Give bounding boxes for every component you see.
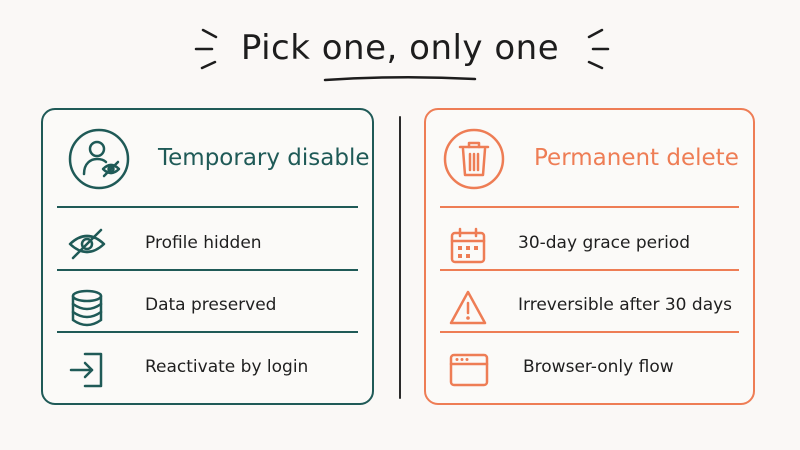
list-item: Reactivate by login <box>43 338 372 398</box>
card-header: Permanent delete <box>426 110 753 206</box>
warning-icon <box>449 290 487 325</box>
divider <box>57 269 358 271</box>
divider <box>57 331 358 333</box>
header: Pick one, only one <box>0 22 800 102</box>
calendar-icon <box>450 227 486 264</box>
permanent-delete-card: Permanent delete 30-day grace period <box>424 108 755 405</box>
list-item: Data preserved <box>43 276 372 336</box>
database-icon <box>71 289 103 327</box>
row-label: Irreversible after 30 days <box>518 295 733 315</box>
login-icon <box>69 352 103 388</box>
card-header: Temporary disable <box>43 110 372 206</box>
card-title: Temporary disable <box>158 145 370 171</box>
list-item: 30-day grace period <box>426 214 753 274</box>
eye-off-icon <box>68 228 106 260</box>
divider <box>440 269 739 271</box>
row-label: Browser-only flow <box>523 357 674 377</box>
browser-window-icon <box>449 353 489 387</box>
row-label: Reactivate by login <box>145 357 309 377</box>
trash-icon <box>443 128 505 190</box>
list-item: Browser-only flow <box>426 338 753 398</box>
center-divider <box>399 116 401 399</box>
list-item: Irreversible after 30 days <box>426 276 753 336</box>
divider <box>440 206 739 208</box>
row-label: 30-day grace period <box>518 233 691 253</box>
page-title: Pick one, only one <box>240 28 560 68</box>
user-eye-icon <box>68 128 130 190</box>
divider <box>440 331 739 333</box>
row-label: Profile hidden <box>145 233 262 253</box>
row-label: Data preserved <box>145 295 277 315</box>
card-title: Permanent delete <box>534 145 739 171</box>
temporary-disable-card: Temporary disable Profile hidden Data pr… <box>41 108 374 405</box>
list-item: Profile hidden <box>43 214 372 274</box>
divider <box>57 206 358 208</box>
title-decoration <box>194 28 610 82</box>
